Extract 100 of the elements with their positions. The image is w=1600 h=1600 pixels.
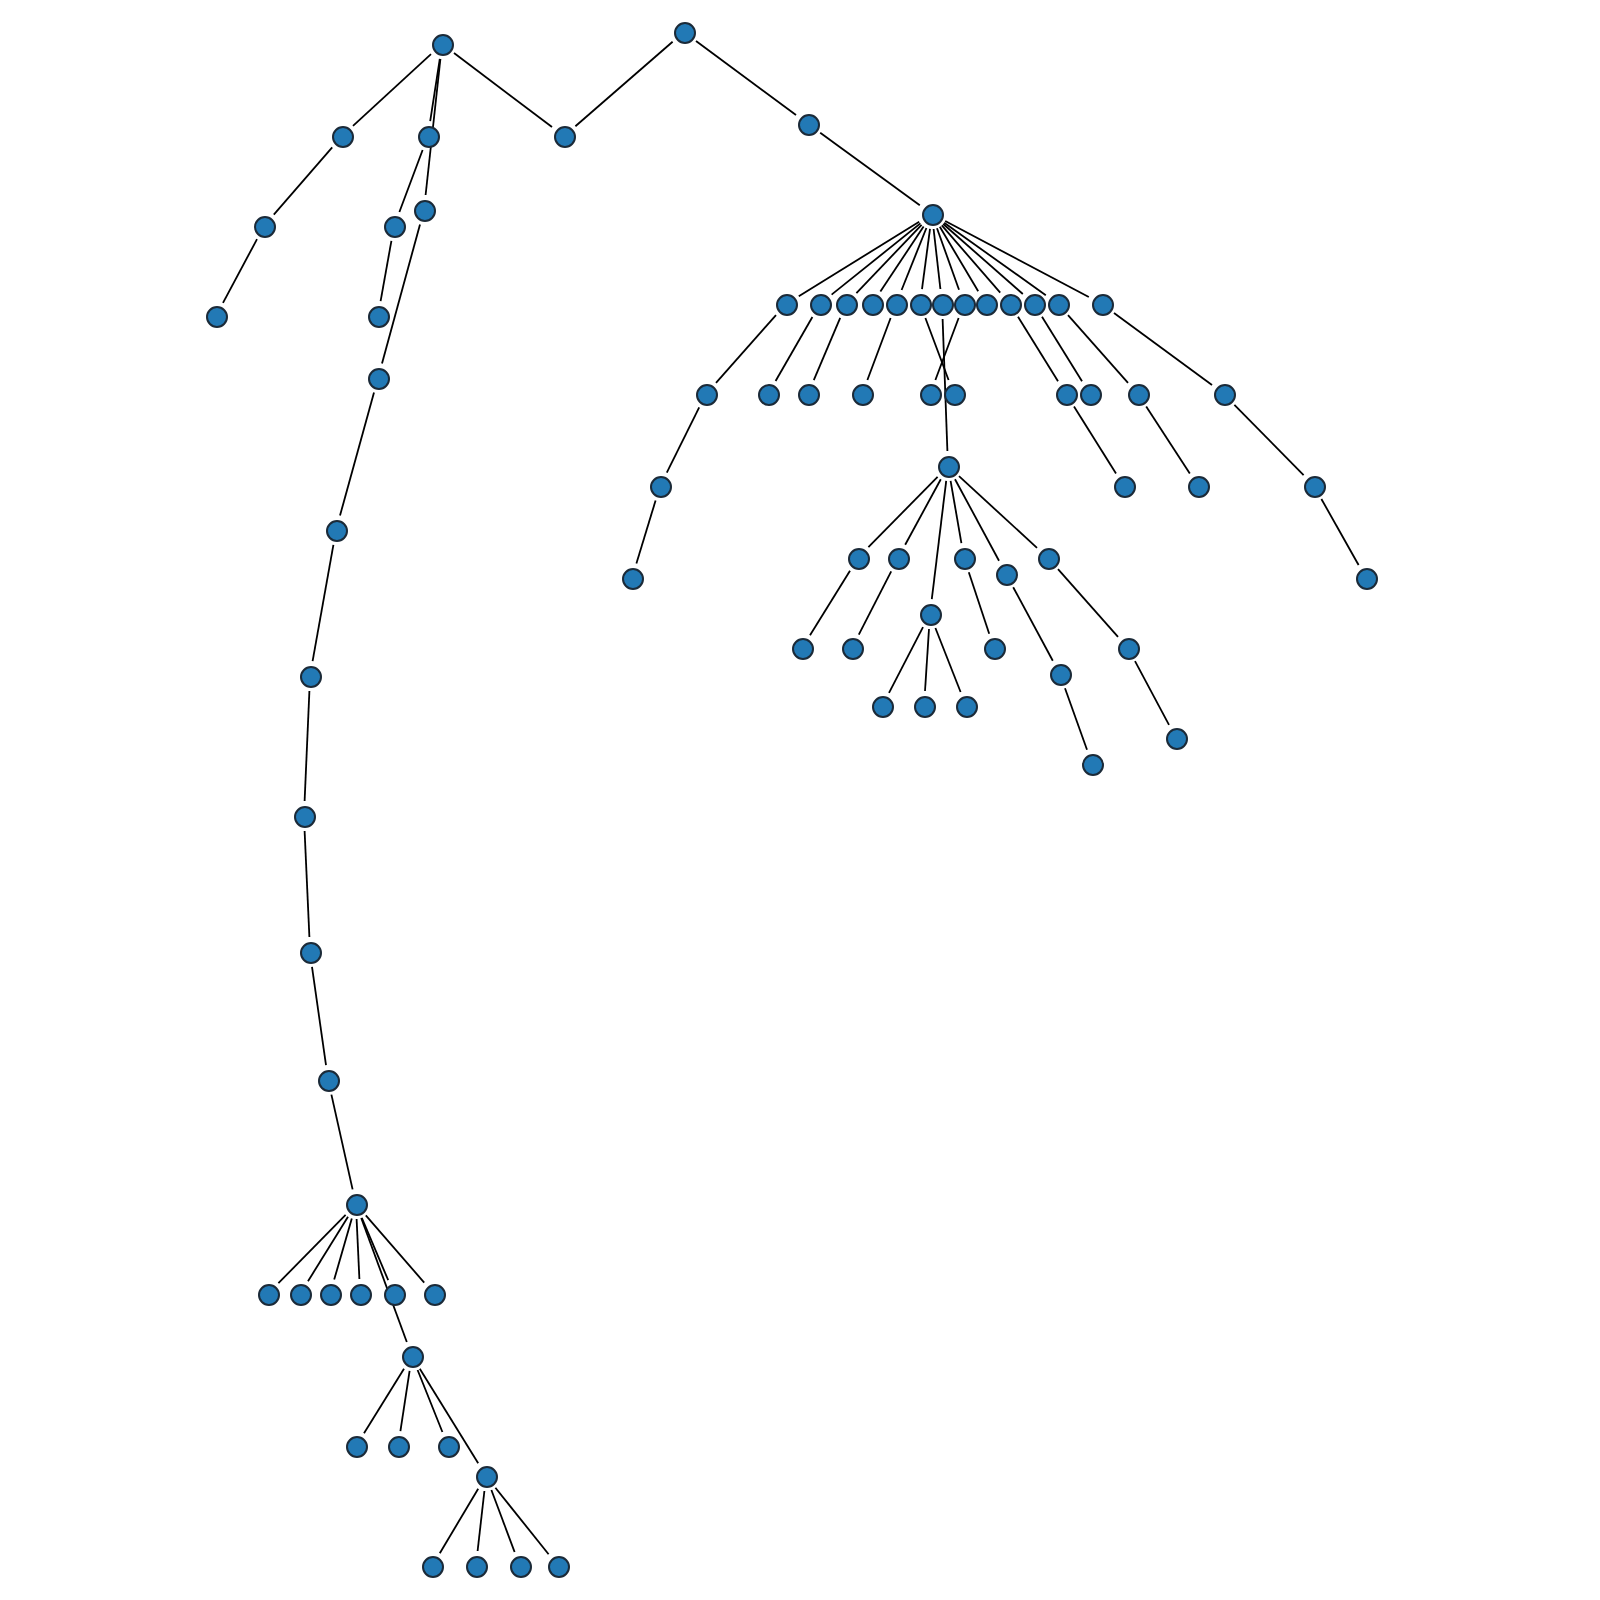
- network-node: [757, 383, 779, 405]
- connector-line: [940, 224, 1002, 294]
- connector-line: [1320, 498, 1360, 566]
- network-node: [1187, 475, 1209, 497]
- network-node: [695, 383, 717, 405]
- connector-line: [944, 220, 1090, 298]
- network-node: [1091, 293, 1113, 315]
- network-node: [937, 455, 959, 477]
- connector-line: [930, 479, 948, 601]
- connector-line: [1113, 312, 1213, 386]
- network-node: [995, 563, 1017, 585]
- network-node: [673, 21, 695, 43]
- network-node: [775, 293, 797, 315]
- connector-line: [695, 40, 797, 116]
- network-node: [1113, 475, 1135, 497]
- network-node: [1213, 383, 1235, 405]
- connector-line: [812, 316, 842, 382]
- connector-line: [830, 222, 922, 296]
- connector-line: [399, 1369, 411, 1433]
- network-node: [1303, 475, 1325, 497]
- network-node: [955, 695, 977, 717]
- network-node: [257, 1283, 279, 1305]
- network-node: [1355, 567, 1377, 589]
- connector-line: [921, 227, 931, 291]
- connector-line: [330, 1093, 354, 1191]
- network-node: [423, 1283, 445, 1305]
- network-node: [325, 519, 347, 541]
- connector-line: [1041, 315, 1083, 383]
- network-node: [345, 1193, 367, 1215]
- network-node: [885, 293, 907, 315]
- network-node: [975, 293, 997, 315]
- connector-line: [967, 571, 991, 635]
- network-node: [331, 125, 353, 147]
- connector-line: [311, 543, 335, 663]
- network-node: [383, 1283, 405, 1305]
- network-node: [553, 125, 575, 147]
- connector-line: [360, 1217, 408, 1343]
- connector-line: [381, 223, 421, 365]
- connector-line: [303, 830, 311, 938]
- network-node: [431, 33, 453, 55]
- connector-line: [924, 628, 930, 692]
- connector-line: [942, 223, 1024, 295]
- connector-line: [904, 478, 942, 546]
- network-node: [1079, 383, 1101, 405]
- network-node: [847, 547, 869, 569]
- connector-line: [363, 1367, 405, 1435]
- connector-line: [1057, 568, 1119, 638]
- network-node: [919, 383, 941, 405]
- connector-line: [936, 227, 960, 291]
- network-node: [1049, 663, 1071, 685]
- network-node: [367, 305, 389, 327]
- connector-line: [954, 478, 1000, 562]
- connector-line: [352, 53, 432, 127]
- network-node: [205, 305, 227, 327]
- network-node: [797, 383, 819, 405]
- network-node: [851, 383, 873, 405]
- network-node: [953, 293, 975, 315]
- network-node: [983, 637, 1005, 659]
- connector-line: [715, 314, 777, 384]
- connector-line: [857, 570, 893, 636]
- network-node: [253, 215, 275, 237]
- connector-line: [934, 627, 962, 693]
- connector-line: [866, 317, 892, 381]
- connector-line: [360, 1216, 390, 1282]
- network-node: [299, 941, 321, 963]
- network-node: [953, 547, 975, 569]
- connector-line: [490, 1489, 516, 1553]
- connector-line: [355, 1218, 361, 1280]
- network-node: [931, 293, 953, 315]
- network-node: [509, 1555, 531, 1577]
- connector-line: [453, 52, 553, 128]
- network-node: [861, 293, 883, 315]
- connector-line: [943, 221, 1047, 297]
- network-node: [465, 1555, 487, 1577]
- connector-line: [1064, 687, 1088, 751]
- network-node: [413, 199, 435, 221]
- connector-line: [855, 223, 923, 295]
- connector-line: [941, 318, 949, 452]
- network-node: [919, 603, 941, 625]
- network-node: [809, 293, 831, 315]
- network-node: [621, 567, 643, 589]
- connector-line: [1145, 405, 1191, 475]
- connector-line: [311, 965, 327, 1067]
- network-node: [1047, 293, 1069, 315]
- connector-line: [1073, 405, 1117, 475]
- network-node: [1055, 383, 1077, 405]
- connector-line: [819, 131, 921, 207]
- connector-line: [774, 316, 814, 382]
- network-node: [1023, 293, 1045, 315]
- network-node: [547, 1555, 569, 1577]
- connector-line: [888, 626, 924, 694]
- network-node: [649, 475, 671, 497]
- connector-line: [476, 1490, 486, 1552]
- connector-line: [949, 479, 963, 545]
- network-node: [417, 125, 439, 147]
- network-node: [1081, 753, 1103, 775]
- connector-line: [574, 40, 674, 128]
- network-node: [317, 1069, 339, 1091]
- network-node: [383, 215, 405, 237]
- connector-line: [867, 475, 939, 549]
